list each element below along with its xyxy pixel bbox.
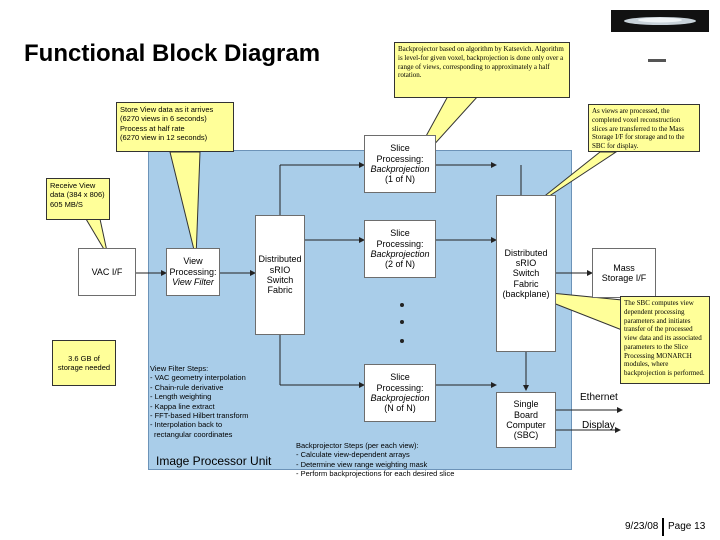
- receive-view-callout: Receive View data (384 x 806) 605 MB/S: [46, 178, 110, 220]
- receive-view-line-1: Receive View: [50, 181, 96, 190]
- view-processing-line-2: Processing:: [169, 266, 217, 277]
- backprojector-heading: Backprojector Steps (per each view):: [296, 441, 419, 450]
- srio-left-line-4: Fabric: [267, 285, 293, 296]
- view-filter-step-5: - FFT-based Hilbert transform: [150, 410, 249, 420]
- slice-n-line-1: Slice: [390, 372, 410, 383]
- slice-2-line-1: Slice: [390, 228, 410, 239]
- sbc-line-3: Computer: [506, 420, 546, 430]
- view-filter-steps: View Filter Steps: - VAC geometry interp…: [150, 364, 270, 439]
- receive-view-line-3: 605 MB/S: [50, 199, 83, 209]
- mass-storage-line-2: Storage I/F: [601, 273, 647, 283]
- srio-switch-fabric-right: Distributed sRIO Switch Fabric (backplan…: [496, 195, 556, 352]
- view-filter-step-6: - Interpolation back to: [150, 420, 223, 430]
- backprojector-step-2: - Determine view range weighting mask: [296, 459, 428, 469]
- logo-image: [611, 10, 709, 32]
- mass-storage-interface-block: Mass Storage I/F: [592, 248, 656, 298]
- footer-divider: [662, 518, 664, 536]
- backprojector-steps: Backprojector Steps (per each view): - C…: [296, 441, 476, 479]
- sbc-line-4: (SBC): [513, 430, 539, 441]
- sbc-line-2: Board: [513, 409, 539, 420]
- sbc-line-1: Single: [513, 399, 539, 410]
- srio-left-line-1: Distributed: [258, 254, 302, 265]
- view-filter-step-7: rectangular coordinates: [154, 429, 233, 439]
- view-filter-step-1: - VAC geometry interpolation: [150, 373, 246, 383]
- views-processed-callout: As views are processed, the completed vo…: [588, 104, 700, 152]
- view-processing-line-3: View Filter: [172, 277, 214, 288]
- mass-storage-line-1: Mass: [613, 262, 635, 273]
- backprojector-step-1: - Calculate view-dependent arrays: [296, 450, 410, 460]
- srio-right-line-5: (backplane): [502, 289, 550, 300]
- slice-n-line-3: Backprojection: [370, 393, 430, 403]
- slice-1-line-4: (1 of N): [384, 174, 415, 185]
- footer-date: 9/23/08: [625, 521, 659, 532]
- view-filter-step-2: - Chain-rule derivative: [150, 382, 224, 392]
- view-filter-step-3: - Length weighting: [150, 392, 212, 402]
- storage-needed-line-1: 3.6 GB of: [68, 353, 100, 363]
- slice-processing-n: Slice Processing: Backprojection (N of N…: [364, 364, 436, 422]
- srio-right-line-2: sRIO: [515, 257, 537, 268]
- footer-page-number: Page 13: [668, 521, 706, 532]
- slice-2-line-2: Processing:: [376, 238, 424, 249]
- backprojector-callout: Backprojector based on algorithm by Kats…: [394, 42, 570, 98]
- receive-view-line-2: data (384 x 806): [50, 190, 105, 200]
- store-view-line-1: Store View data as it arrives: [120, 105, 214, 114]
- single-board-computer-block: Single Board Computer (SBC): [496, 392, 556, 448]
- store-view-line-4: (6270 view in 12 seconds): [120, 133, 208, 143]
- store-view-callout: Store View data as it arrives (6270 view…: [116, 102, 234, 152]
- srio-left-line-3: Switch: [266, 275, 294, 285]
- image-processor-unit-label: Image Processor Unit: [156, 454, 272, 468]
- slice-1-line-1: Slice: [390, 143, 410, 154]
- view-processing-line-1: View: [183, 256, 203, 267]
- backprojector-step-3: - Perform backprojections for each desir…: [296, 469, 455, 479]
- srio-right-line-3: Switch: [512, 268, 540, 279]
- store-view-line-3: Process at half rate: [120, 123, 185, 133]
- page-title: Functional Block Diagram: [24, 40, 321, 67]
- slice-processing-2: Slice Processing: Backprojection (2 of N…: [364, 220, 436, 278]
- display-label: Display: [582, 420, 615, 431]
- slice-n-line-4: (N of N): [384, 403, 416, 414]
- sbc-computes-callout: The SBC computes view dependent processi…: [620, 296, 710, 384]
- srio-right-line-4: Fabric: [513, 278, 539, 289]
- slice-processing-1: Slice Processing: Backprojection (1 of N…: [364, 135, 436, 193]
- vac-interface-block: VAC I/F: [78, 248, 136, 296]
- srio-left-line-2: sRIO: [269, 264, 291, 275]
- ethernet-label: Ethernet: [580, 392, 618, 403]
- slice-2-line-4: (2 of N): [384, 259, 415, 270]
- storage-needed-callout: 3.6 GB of storage needed: [52, 340, 116, 386]
- srio-switch-fabric-left: Distributed sRIO Switch Fabric: [255, 215, 305, 335]
- slice-1-line-2: Processing:: [376, 153, 424, 164]
- view-processing-block: View Processing: View Filter: [166, 248, 220, 296]
- store-view-line-2: (6270 views in 6 seconds): [120, 114, 207, 124]
- slice-2-line-3: Backprojection: [370, 249, 430, 259]
- view-filter-step-4: - Kappa line extract: [150, 401, 215, 411]
- slice-1-line-3: Backprojection: [370, 164, 430, 174]
- srio-right-line-1: Distributed: [504, 247, 548, 258]
- storage-needed-line-2: storage needed: [57, 363, 111, 372]
- slice-n-line-2: Processing:: [376, 382, 424, 393]
- logo-dash: [648, 59, 666, 62]
- vac-interface-label: VAC I/F: [91, 266, 123, 277]
- view-filter-heading: View Filter Steps:: [150, 364, 209, 373]
